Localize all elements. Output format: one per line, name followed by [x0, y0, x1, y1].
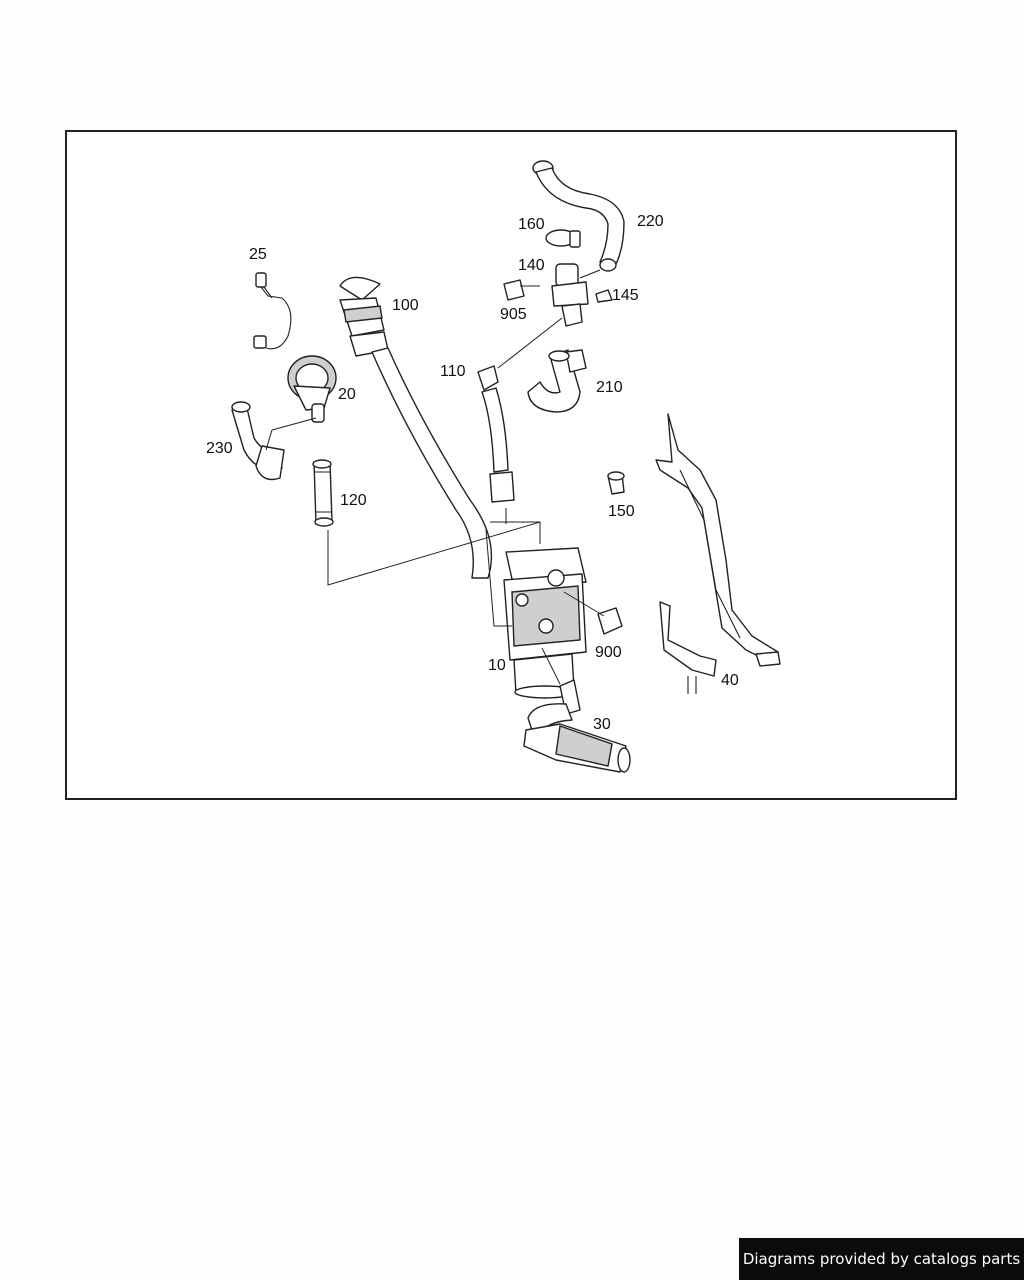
callout-160: 160	[518, 216, 545, 233]
part-230-elbow-hose[interactable]	[231, 401, 285, 481]
callout-140: 140	[518, 257, 545, 274]
part-900-connector[interactable]	[597, 607, 623, 635]
callout-150: 150	[608, 503, 635, 520]
callout-220: 220	[637, 213, 664, 230]
part-160-clamp[interactable]	[545, 229, 581, 248]
callout-905: 905	[500, 306, 527, 323]
part-20-water-pump[interactable]	[287, 355, 337, 423]
diagram-frame	[65, 130, 957, 800]
part-100-coolant-hose[interactable]	[339, 276, 493, 579]
callout-10: 10	[488, 657, 506, 674]
watermark-banner: Diagrams provided by catalogs parts	[739, 1238, 1024, 1280]
callout-110: 110	[440, 363, 466, 380]
callout-145: 145	[612, 287, 639, 304]
part-150-grommet[interactable]	[607, 471, 625, 495]
part-220-upper-hose[interactable]	[532, 160, 625, 272]
leader-lines	[265, 317, 605, 685]
part-30-muffler[interactable]	[523, 679, 631, 773]
part-145-seal[interactable]	[595, 289, 613, 303]
watermark-text: Diagrams provided by catalogs parts	[742, 1250, 1021, 1268]
callout-100: 100	[392, 297, 419, 314]
callout-210: 210	[596, 379, 623, 396]
callout-230: 230	[206, 440, 233, 457]
callout-20: 20	[338, 386, 356, 403]
callout-40: 40	[721, 672, 739, 689]
callout-900: 900	[595, 644, 622, 661]
part-110-thin-hose[interactable]	[477, 365, 515, 503]
part-120-straight-hose[interactable]	[312, 459, 334, 527]
part-10-heater-unit[interactable]	[503, 547, 587, 699]
part-140-valve[interactable]	[551, 263, 601, 327]
callouts: 25 20 230 120 100 110 160 140 220 145 90…	[206, 213, 739, 733]
callout-120: 120	[340, 492, 367, 509]
part-25-sensor-wire[interactable]	[253, 272, 292, 350]
part-905-connector[interactable]	[503, 279, 540, 301]
part-210-elbow-hose[interactable]	[527, 349, 587, 413]
part-40-bracket[interactable]	[655, 413, 781, 694]
callout-25: 25	[249, 246, 267, 263]
callout-30: 30	[593, 716, 611, 733]
